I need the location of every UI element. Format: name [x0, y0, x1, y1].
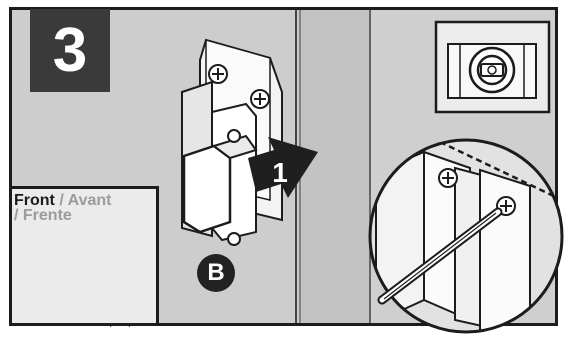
- front-label-fr: Avant: [67, 192, 112, 209]
- zoom-inset-top: [434, 20, 551, 114]
- magnetic-latch: [182, 102, 258, 246]
- front-inset: [9, 186, 159, 326]
- screwdriver-icon: [377, 207, 503, 305]
- cabinet-gap: [298, 10, 370, 323]
- front-label-sep: /: [54, 192, 68, 209]
- push-arrow-icon: [248, 137, 318, 198]
- front-label: Front / Avant/ Frente: [14, 192, 164, 224]
- front-label-en: Front: [14, 192, 55, 209]
- part-b-badge: B: [197, 254, 235, 292]
- step-number: 3: [30, 9, 110, 92]
- screw-icon: [250, 89, 270, 109]
- magnifier-circle: [368, 138, 564, 334]
- front-label-es: / Frente: [14, 207, 72, 224]
- screw-icon: [208, 64, 228, 84]
- arrow-number: 1: [272, 157, 288, 188]
